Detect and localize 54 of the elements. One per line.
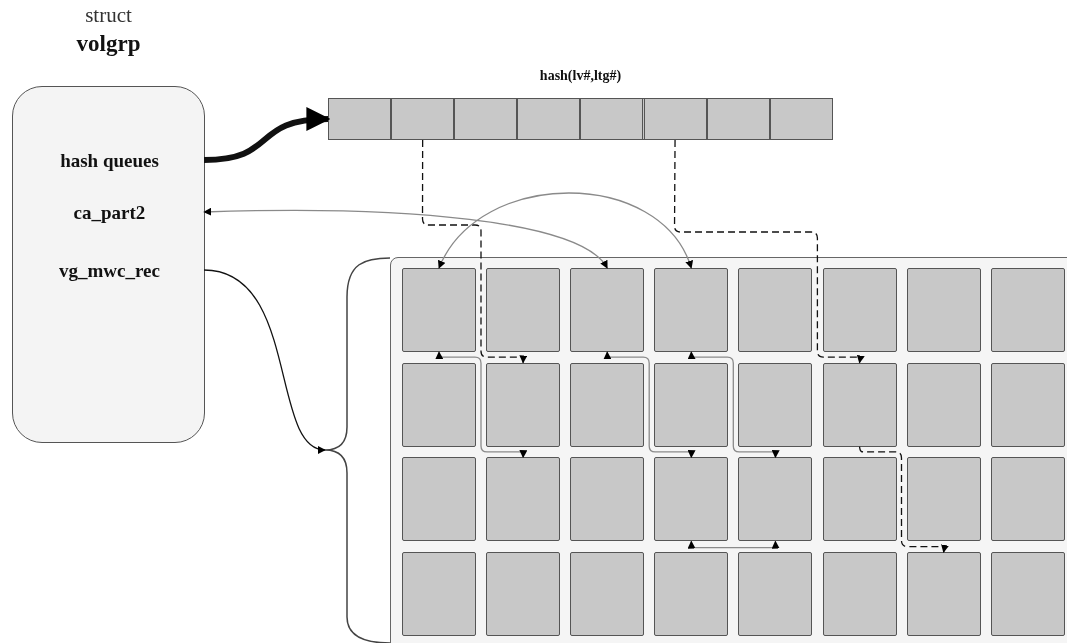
table-entry bbox=[486, 457, 561, 542]
table-entry bbox=[906, 457, 981, 542]
table-entry bbox=[570, 457, 645, 542]
table-entry bbox=[654, 268, 729, 352]
table-entry bbox=[990, 457, 1065, 542]
arrow bbox=[858, 446, 949, 553]
table-entry bbox=[570, 362, 645, 447]
field-name: ca_part2 bbox=[14, 200, 205, 226]
table-entry bbox=[906, 268, 981, 352]
hash-slot bbox=[517, 98, 581, 140]
arrow bbox=[673, 139, 865, 364]
field-name: vg_mwc_rec bbox=[14, 258, 205, 284]
table-entry bbox=[654, 552, 729, 637]
arrow bbox=[203, 207, 608, 269]
table-entry bbox=[402, 552, 476, 637]
hash-slot bbox=[643, 98, 707, 140]
table-entry bbox=[738, 457, 813, 542]
table-entry bbox=[822, 457, 897, 542]
arrow bbox=[421, 139, 528, 364]
arrow bbox=[687, 351, 780, 459]
table-entry bbox=[822, 268, 897, 352]
table-entry bbox=[486, 552, 561, 637]
table-entry bbox=[402, 457, 476, 542]
array-title: hash(lv#,ltg#) bbox=[538, 68, 623, 84]
table-entry bbox=[738, 362, 813, 447]
hash-slot bbox=[706, 98, 770, 140]
table-entry bbox=[822, 362, 897, 447]
arrow bbox=[435, 351, 528, 459]
arrow bbox=[603, 351, 696, 459]
table-entry bbox=[990, 362, 1065, 447]
table-entry bbox=[654, 362, 729, 447]
arrow bbox=[687, 540, 780, 549]
hash-slot bbox=[580, 98, 644, 140]
table-entry bbox=[486, 362, 561, 447]
table-entry bbox=[570, 552, 645, 637]
field-name: hash queues bbox=[14, 148, 205, 174]
table-entry bbox=[990, 552, 1065, 637]
table-entry bbox=[570, 268, 645, 352]
struct-name: volgrp bbox=[75, 31, 142, 57]
table-entry bbox=[486, 268, 561, 352]
table-entry bbox=[654, 457, 729, 542]
table-entry bbox=[402, 268, 476, 352]
table-entry bbox=[822, 552, 897, 637]
table-entry bbox=[402, 362, 476, 447]
table-entry bbox=[738, 552, 813, 637]
hash-slot bbox=[391, 98, 455, 140]
arrow bbox=[438, 192, 692, 269]
table-entry bbox=[906, 362, 981, 447]
arrow bbox=[203, 269, 326, 452]
struct-keyword: struct bbox=[84, 3, 133, 28]
hash-slot bbox=[454, 98, 518, 140]
table-entry bbox=[738, 268, 813, 352]
table-entry bbox=[906, 552, 981, 637]
table-entry bbox=[990, 268, 1065, 352]
